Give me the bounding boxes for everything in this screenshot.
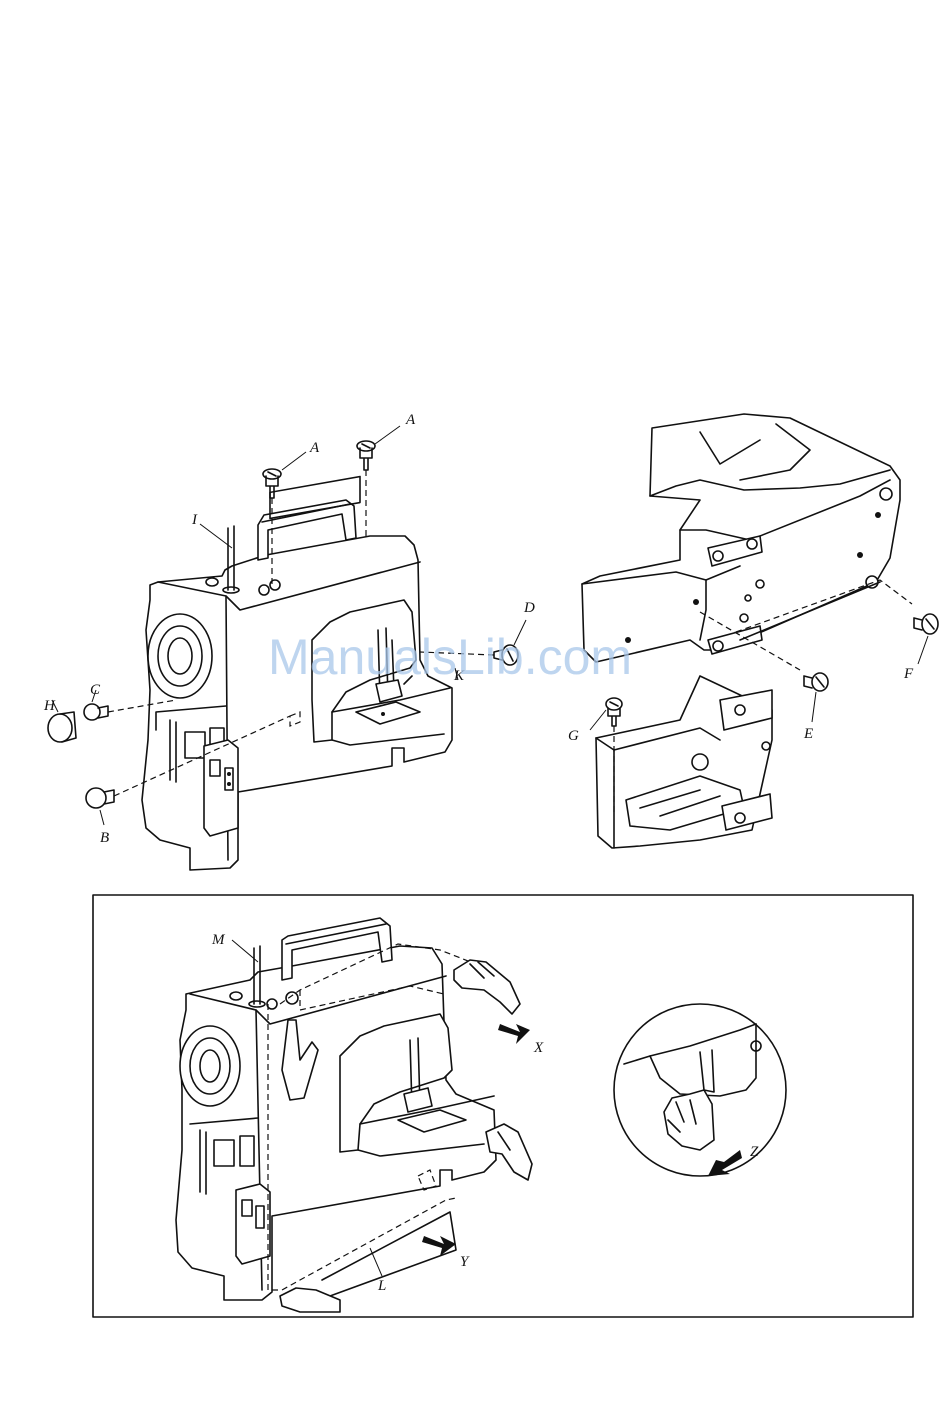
screw-f-icon: [914, 614, 938, 634]
knob-h-icon: [48, 712, 76, 742]
label-f: F: [903, 666, 914, 682]
label-h: H: [43, 698, 56, 714]
label-d: D: [523, 600, 535, 616]
screw-a-left-icon: [263, 469, 281, 498]
screw-e-icon: [804, 673, 828, 691]
label-i: I: [191, 512, 198, 528]
label-y: Y: [460, 1254, 470, 1270]
screw-a-right-icon: [357, 441, 375, 470]
label-e: E: [803, 726, 813, 742]
label-l: L: [377, 1278, 386, 1294]
label-a-left: A: [309, 440, 320, 456]
arrow-x-icon: [498, 1024, 530, 1044]
label-x: X: [533, 1040, 544, 1056]
machine-cover-removal-view: [176, 918, 532, 1312]
screw-c-icon: [84, 704, 108, 720]
screw-g-icon: [606, 698, 622, 726]
label-z: Z: [750, 1144, 759, 1160]
label-b: B: [100, 830, 109, 846]
arrow-y-icon: [422, 1236, 456, 1256]
release-lever-detail: [614, 1004, 786, 1176]
label-g: G: [568, 728, 579, 744]
label-m: M: [211, 932, 226, 948]
machine-underside-view: [582, 414, 938, 848]
label-a-right: A: [405, 412, 416, 428]
watermark: ManualsLib.com: [268, 629, 632, 685]
label-c: C: [90, 682, 101, 698]
screw-b-icon: [86, 788, 114, 808]
